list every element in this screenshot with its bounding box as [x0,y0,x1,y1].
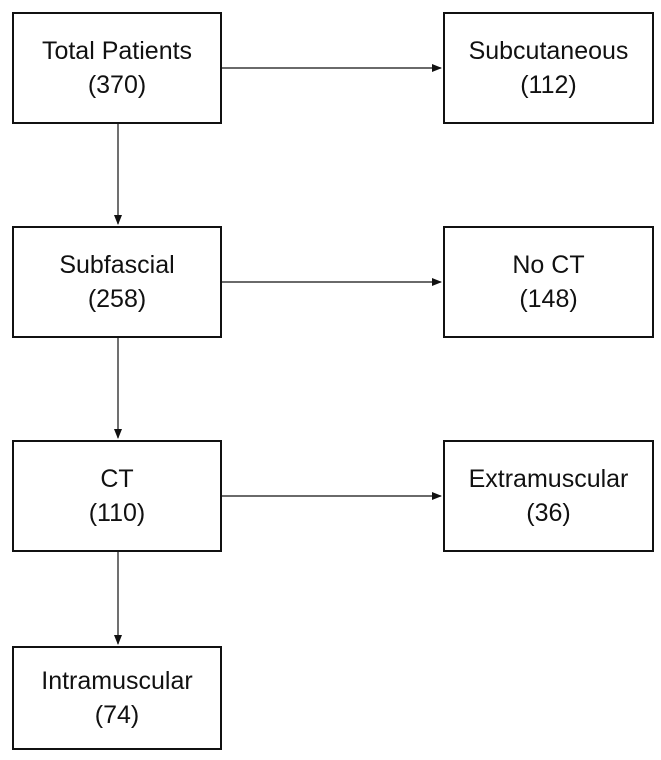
node-count: (112) [520,71,577,99]
node-count: (370) [87,71,147,99]
node-count: (110) [88,499,146,527]
node-intramuscular: Intramuscular (74) [12,646,222,750]
node-total-patients: Total Patients (370) [12,12,222,124]
node-label: Extramuscular [468,465,629,493]
node-count: (36) [526,499,571,527]
node-ct: CT (110) [12,440,222,552]
node-subfascial: Subfascial (258) [12,226,222,338]
node-no-ct: No CT (148) [443,226,654,338]
node-count: (258) [87,285,147,313]
node-label: Subcutaneous [468,37,629,65]
node-label: No CT [512,251,585,279]
node-count: (74) [94,701,140,729]
node-label: Intramuscular [41,667,193,695]
node-label: Subfascial [59,251,175,279]
node-label: Total Patients [41,37,193,65]
node-subcutaneous: Subcutaneous (112) [443,12,654,124]
node-label: CT [100,465,134,493]
node-extramuscular: Extramuscular (36) [443,440,654,552]
node-count: (148) [519,285,578,313]
